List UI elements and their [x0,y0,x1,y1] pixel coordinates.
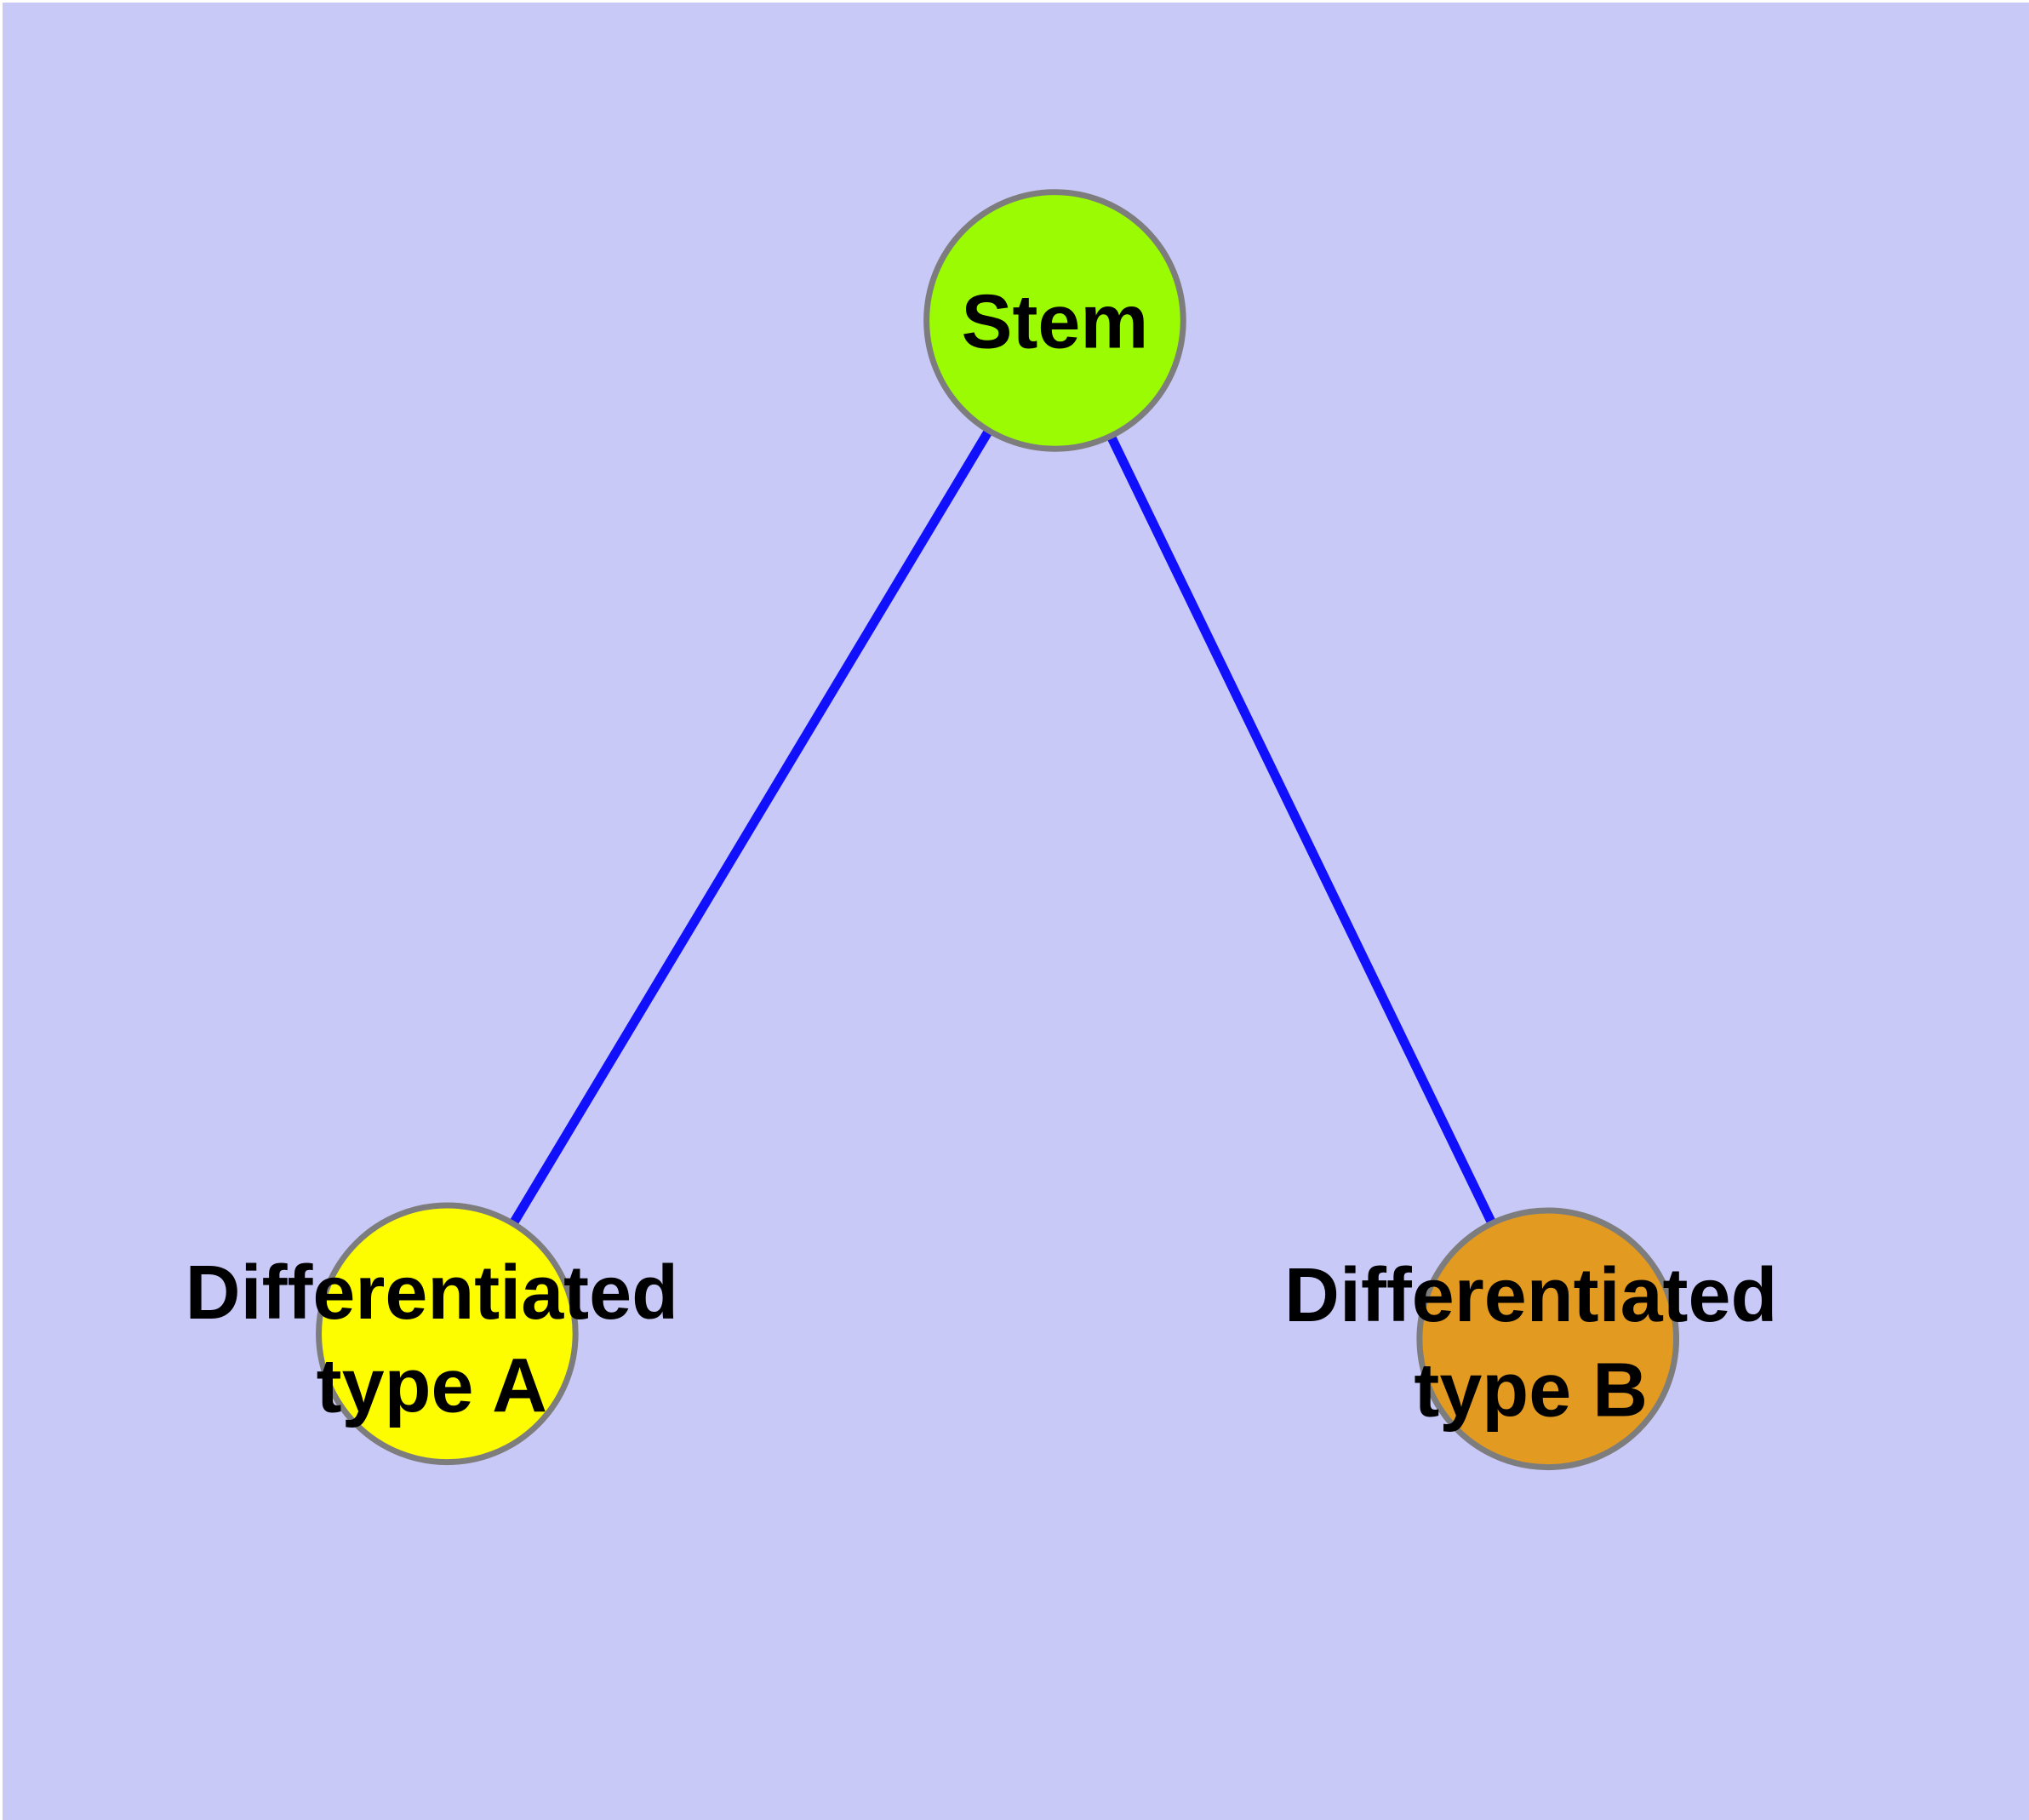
node-differentiated-type-b: Differentiated type B [1284,1207,1777,1471]
edge-stem-to-type-b [1050,318,1552,1342]
node-stem-label: Stem [962,279,1149,364]
graph-svg: Stem Differentiated type A Differentiate… [3,3,2029,1820]
node-stem-circle [923,189,1186,452]
node-type-b-label-line2: type B [1414,1348,1648,1434]
node-type-b-circle [1416,1207,1680,1471]
node-type-a-label-line2: type A [317,1344,547,1429]
diagram-canvas: Stem Differentiated type A Differentiate… [3,3,2029,1820]
node-differentiated-type-a: Differentiated type A [186,1202,678,1466]
node-type-a-circle [316,1202,579,1466]
edge-group [443,318,1552,1342]
edge-stem-to-type-a [443,318,1060,1336]
node-type-a-label-line1: Differentiated [186,1251,678,1336]
node-type-b-label-line1: Differentiated [1284,1253,1777,1338]
node-stem: Stem [923,189,1186,452]
